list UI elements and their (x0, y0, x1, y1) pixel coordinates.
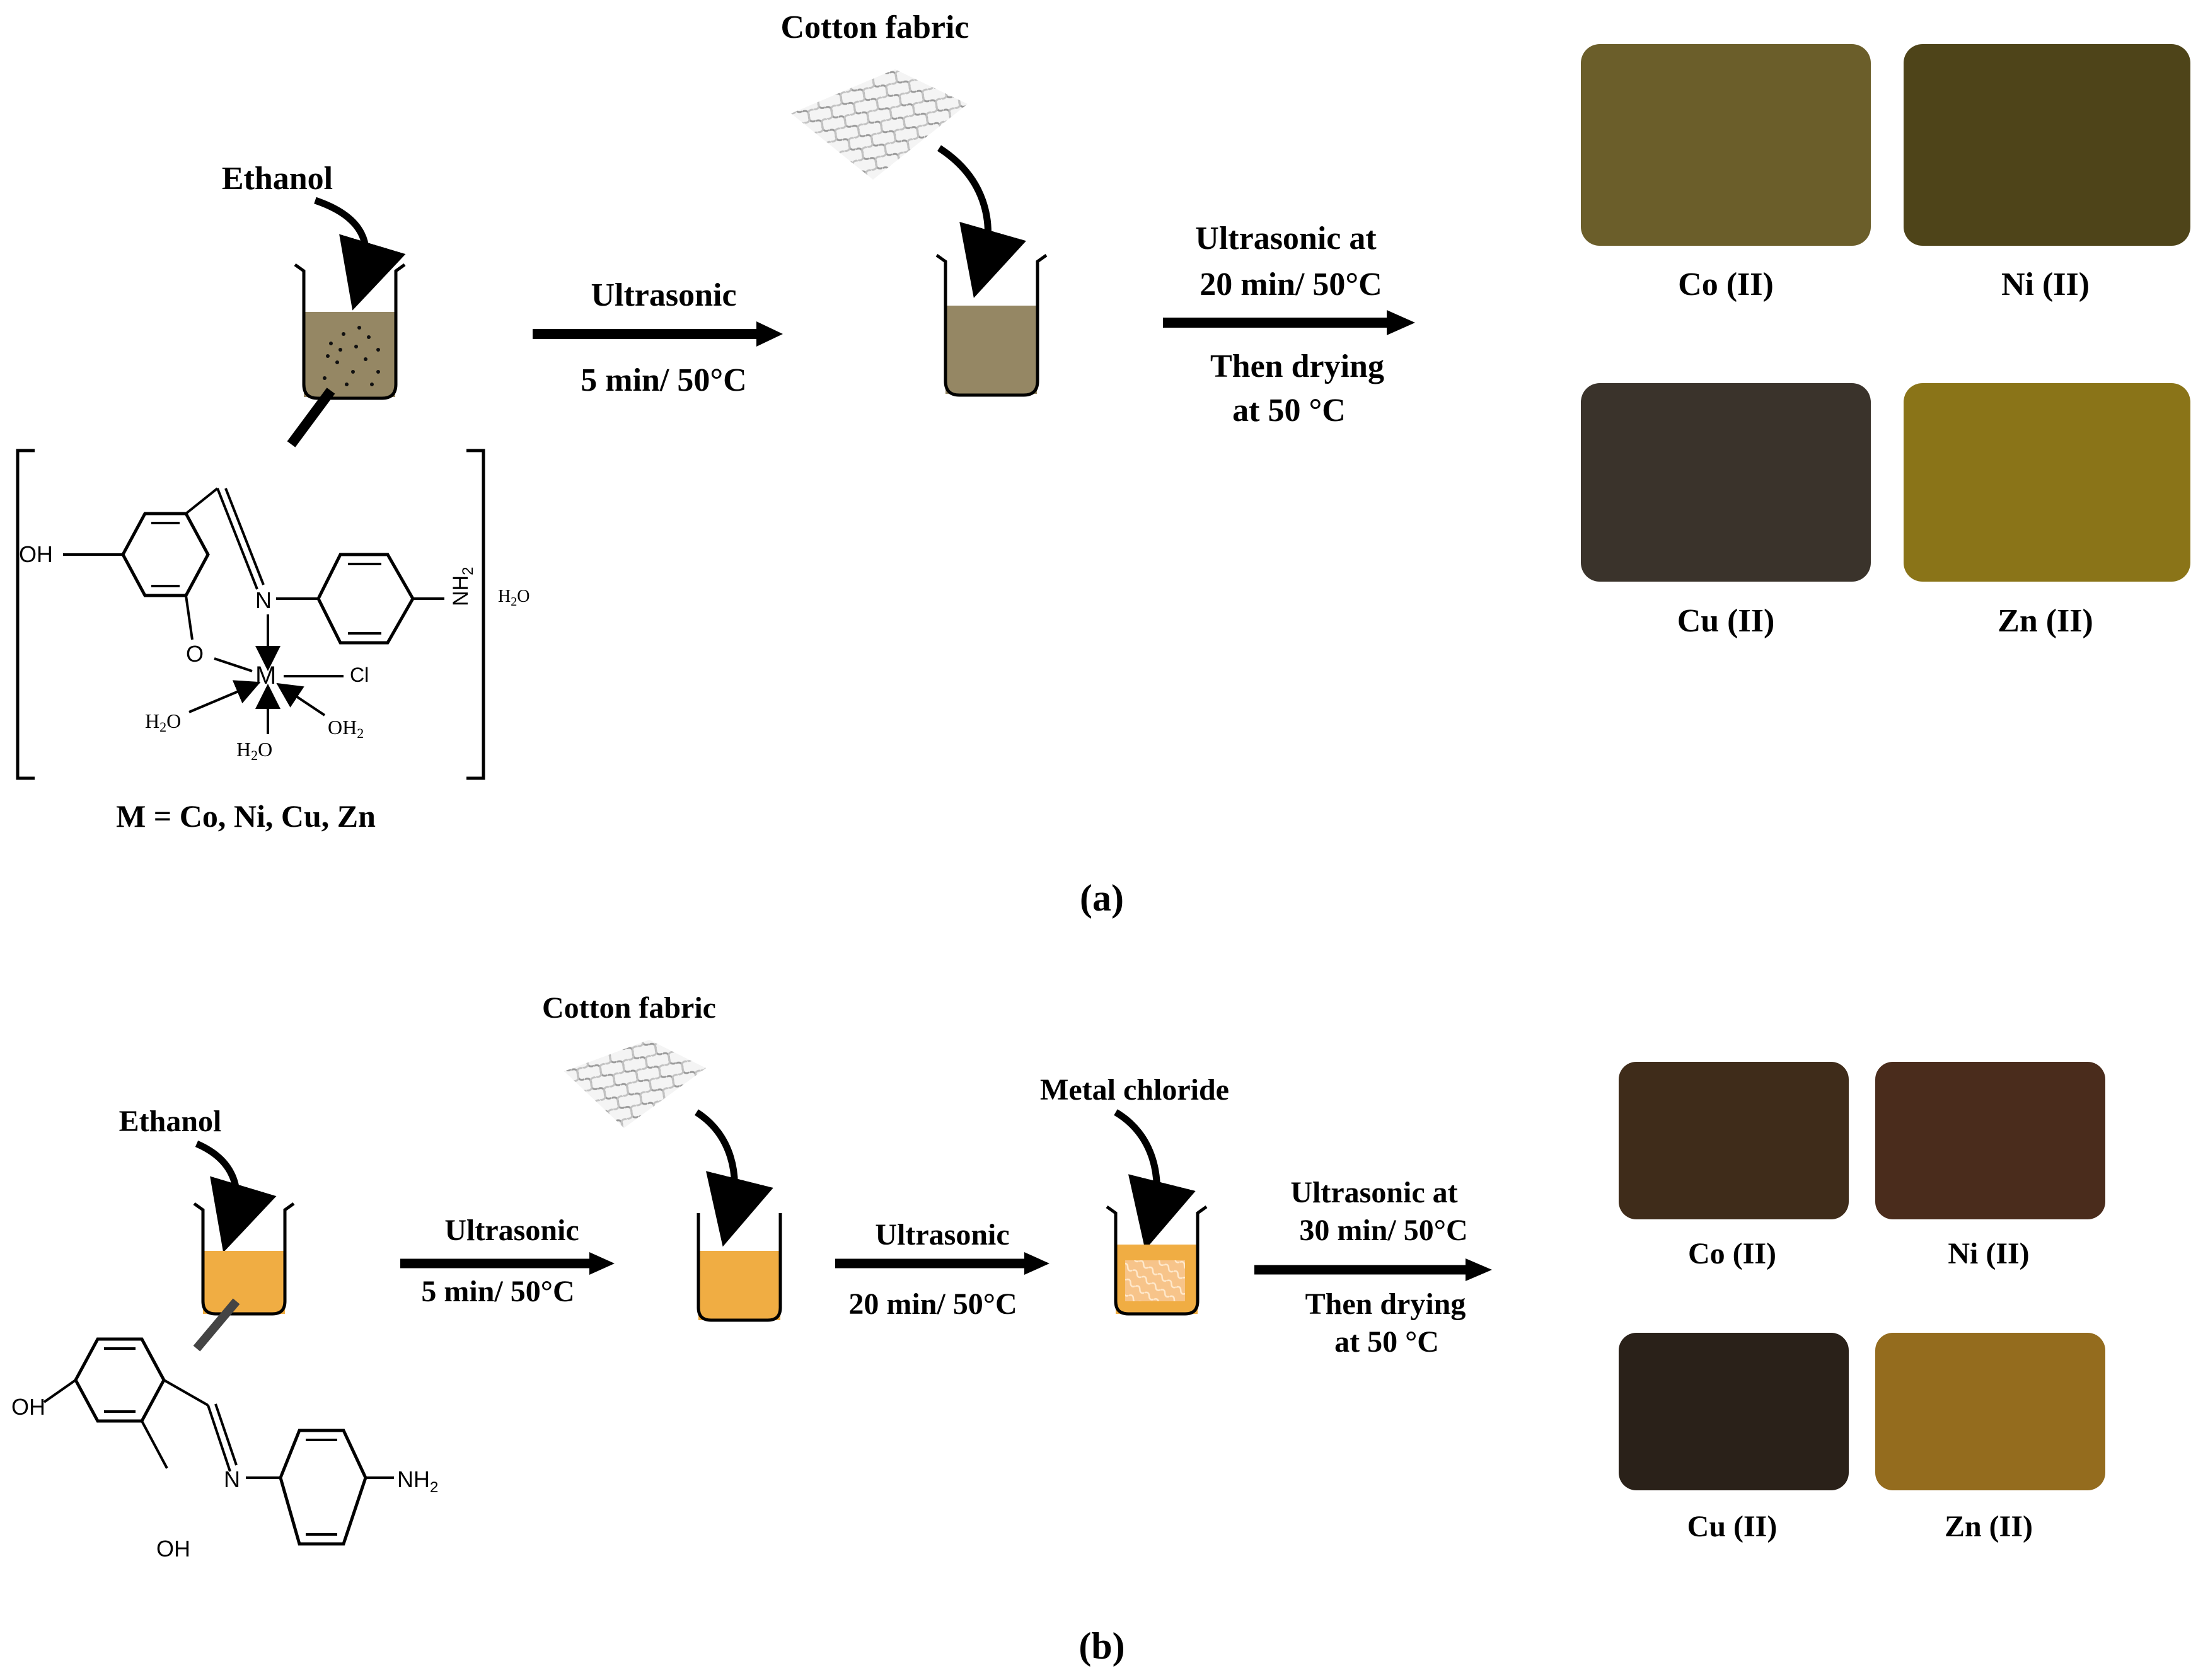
fabric-arrow-b (694, 1109, 773, 1247)
particles (323, 326, 380, 386)
sample-swatch (1875, 1062, 2105, 1219)
nh2-label: NH2 (449, 567, 477, 606)
caption-a: (a) (1080, 877, 1124, 919)
metal-chloride-label: Metal chloride (1040, 1073, 1229, 1107)
fabric-arrow-a (937, 145, 1026, 298)
beaker-metal-b (1106, 1205, 1208, 1316)
sample-swatch (1875, 1333, 2105, 1490)
step3-line2-b: 30 min/ 50°C (1299, 1214, 1467, 1247)
fabric-label-a: Cotton fabric (781, 9, 969, 45)
step1-top-a: Ultrasonic (591, 277, 736, 313)
sample-swatch (1581, 383, 1871, 582)
beaker-liquid (304, 312, 395, 397)
sample-swatch (1904, 44, 2190, 246)
beaker-fabric-a (935, 253, 1048, 397)
imine-n-label: N (255, 587, 272, 613)
sample-label: Co (II) (1688, 1237, 1776, 1270)
water-ligand-right: OH2 (328, 716, 364, 741)
sample-label: Zn (II) (1998, 603, 2093, 639)
oh-label-b2: OH (156, 1536, 190, 1562)
step2-line3-a: Then drying (1210, 348, 1384, 384)
metal-complex-structure: OH N O NH2 M Cl H2O H2O (16, 449, 529, 780)
sample-label: Cu (II) (1687, 1510, 1778, 1543)
water-ligand-left: H2O (145, 710, 181, 735)
step3-line1-b: Ultrasonic at (1290, 1176, 1457, 1209)
chloride-label: Cl (350, 664, 369, 686)
step1-bottom-b: 5 min/ 50°C (421, 1275, 574, 1308)
ligand-to-beaker-arrow-b (193, 1298, 240, 1352)
step2-line2-a: 20 min/ 50°C (1200, 267, 1382, 302)
sample-grid-a: Co (II) Ni (II) Cu (II) Zn (II) (1581, 44, 2190, 639)
sample-label: Ni (II) (1948, 1237, 2029, 1270)
sample-swatch (1619, 1333, 1849, 1490)
step1-top-b: Ultrasonic (444, 1214, 579, 1247)
step3-line3-b: Then drying (1305, 1287, 1466, 1321)
beaker-fabric-b (697, 1213, 782, 1322)
metal-note: M = Co, Ni, Cu, Zn (116, 798, 376, 834)
ligand-to-beaker-arrow-a (287, 388, 335, 447)
ethanol-arrow-a (314, 197, 406, 311)
step2-line1-a: Ultrasonic at (1195, 221, 1377, 256)
metal-m-label: M (255, 662, 276, 689)
cotton-fabric-icon-b (564, 1040, 706, 1128)
ethanol-arrow-b (195, 1140, 277, 1253)
step2-bottom-b: 20 min/ 50°C (848, 1287, 1017, 1321)
sample-label: Ni (II) (2001, 267, 2090, 302)
panel-b: Ethanol OH OH N NH2 (11, 991, 2105, 1667)
ethanol-label-a: Ethanol (222, 161, 333, 197)
sample-swatch (1904, 383, 2190, 582)
sample-grid-b: Co (II) Ni (II) Cu (II) Zn (II) (1619, 1062, 2105, 1543)
oh-label: OH (19, 541, 53, 567)
sample-label: Co (II) (1678, 267, 1774, 302)
step2-line4-a: at 50 °C (1232, 393, 1346, 429)
step2-top-b: Ultrasonic (875, 1218, 1009, 1251)
sample-swatch (1581, 44, 1871, 246)
water-ligand-bottom: H2O (236, 738, 272, 763)
imine-n-label-b: N (224, 1466, 240, 1492)
nh2-label-b: NH2 (397, 1466, 438, 1496)
sample-label: Cu (II) (1677, 603, 1775, 639)
oh-label-b1: OH (11, 1394, 45, 1420)
beaker-ligand-b (193, 1202, 295, 1316)
ligand-structure: OH OH N NH2 (11, 1337, 438, 1562)
ethanol-label-b: Ethanol (119, 1105, 222, 1138)
step1-bottom-a: 5 min/ 50°C (581, 362, 746, 398)
metal-chloride-arrow (1114, 1109, 1196, 1250)
sample-swatch (1619, 1062, 1849, 1219)
fabric-label-b: Cotton fabric (542, 991, 716, 1025)
cotton-fabric-icon (791, 69, 968, 180)
hydrate-water: H2O (498, 587, 529, 609)
phenoxy-o-label: O (186, 641, 204, 667)
sample-label: Zn (II) (1945, 1510, 2033, 1543)
panel-a: Ethanol OH (16, 9, 2190, 919)
caption-b: (b) (1078, 1625, 1125, 1667)
step3-line4-b: at 50 °C (1334, 1325, 1439, 1359)
beaker-ligand-a (294, 263, 406, 400)
